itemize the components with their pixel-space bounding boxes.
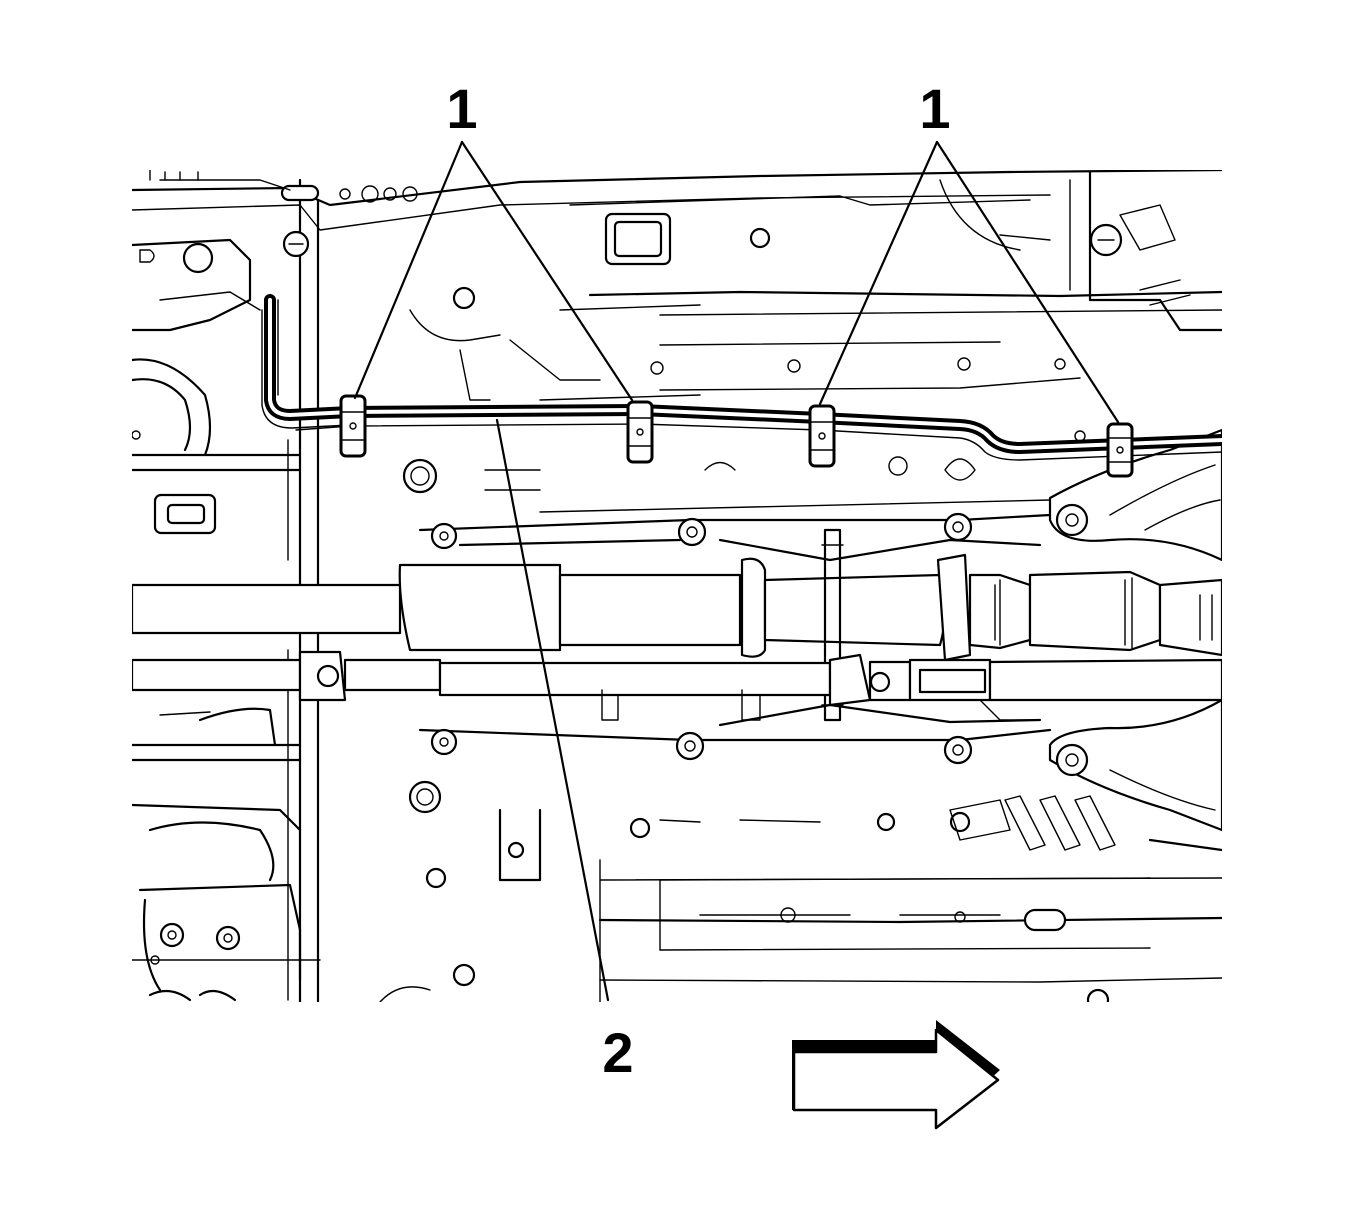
drive-shaft bbox=[132, 650, 1222, 721]
routed-line-parallel bbox=[261, 299, 351, 429]
underbody-illustration bbox=[132, 170, 1222, 1002]
left-upper-assembly bbox=[132, 170, 418, 457]
line-clip[interactable] bbox=[808, 404, 836, 468]
rear-crossmember bbox=[408, 703, 1052, 987]
right-control-arm bbox=[1048, 428, 1222, 852]
line-clip[interactable] bbox=[339, 394, 367, 458]
line-clip[interactable] bbox=[626, 400, 654, 464]
routed-line-shadow bbox=[295, 423, 1222, 461]
routed-line-assembly bbox=[261, 294, 1222, 478]
leader-line-1a bbox=[353, 140, 464, 400]
leader-line-1d bbox=[935, 140, 1120, 424]
center-details bbox=[159, 179, 1151, 1002]
routed-line-inner bbox=[268, 298, 1222, 450]
leader-line-2 bbox=[495, 418, 610, 1002]
callout-1-left: 1 bbox=[446, 77, 477, 140]
callout-1-right: 1 bbox=[919, 77, 950, 140]
line-clip[interactable] bbox=[1106, 422, 1134, 478]
leader-lines bbox=[353, 140, 1120, 1002]
forward-arrow-icon bbox=[792, 1020, 1000, 1130]
exhaust-system bbox=[132, 528, 1222, 722]
leader-line-1b bbox=[460, 140, 634, 402]
callout-labels: 1 1 2 bbox=[446, 77, 950, 1084]
left-lower-assembly bbox=[132, 707, 302, 1002]
callout-2: 2 bbox=[602, 1021, 633, 1084]
right-upper-assembly bbox=[604, 170, 1222, 332]
front-crossmember bbox=[402, 286, 1052, 562]
leader-line-1c bbox=[818, 140, 939, 406]
